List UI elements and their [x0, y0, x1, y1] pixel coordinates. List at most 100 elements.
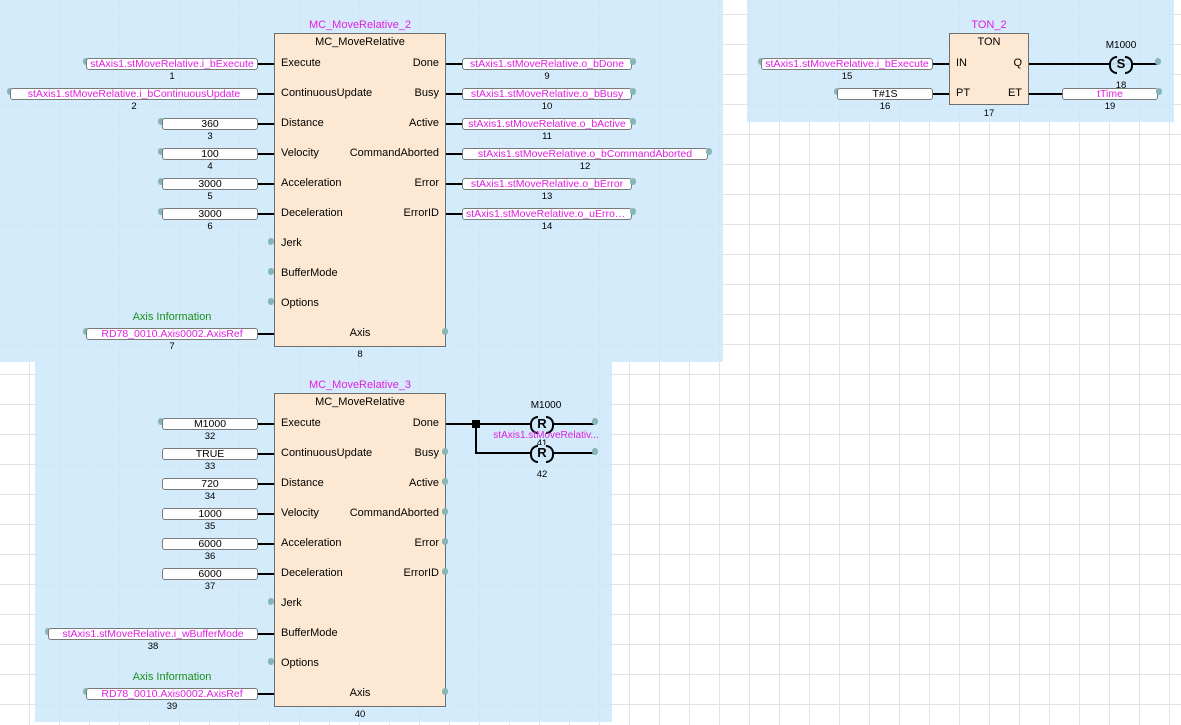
fb3-error-dot[interactable]: [442, 538, 448, 545]
fb3-options-pin-dot[interactable]: [268, 658, 274, 665]
fb2-coil-out-dot[interactable]: [1155, 58, 1161, 65]
fb3-pin-buffer-mode: BufferMode: [281, 627, 338, 639]
fb1-out1-dot[interactable]: [630, 58, 636, 65]
fb1-continuous-update-variable[interactable]: stAxis1.stMoveRelative.i_bContinuousUpda…: [10, 88, 258, 100]
fb3-body[interactable]: [274, 393, 446, 707]
fb3-distance-value[interactable]: 720: [162, 478, 258, 490]
fb1-execute-variable[interactable]: stAxis1.stMoveRelative.i_bExecute: [86, 58, 258, 70]
fb3-axis-out-dot[interactable]: [442, 688, 448, 695]
fb2-body[interactable]: [949, 33, 1029, 105]
fb1-pin-distance: Distance: [281, 117, 324, 129]
fb1-axis-out-dot[interactable]: [442, 328, 448, 335]
fb1-velocity-number: 4: [207, 161, 213, 172]
fb1-out4-dot[interactable]: [706, 148, 712, 155]
fb3-acceleration-value[interactable]: 6000: [162, 538, 258, 550]
fb1-error-variable[interactable]: stAxis1.stMoveRelative.o_bError: [462, 178, 632, 190]
fb2-et-number: 19: [1104, 101, 1116, 112]
fb1-in3-dot[interactable]: [158, 118, 164, 125]
fb1-body[interactable]: [274, 33, 446, 347]
fb3-wire-in-1: [257, 423, 274, 425]
fb1-acceleration-value[interactable]: 3000: [162, 178, 258, 190]
fb3-busy-dot[interactable]: [442, 448, 448, 455]
fb3-wire-in-axis: [257, 693, 274, 695]
fb3-coil2-out-dot[interactable]: [592, 448, 598, 455]
fb1-options-pin-dot[interactable]: [268, 298, 274, 305]
fb3-velocity-value[interactable]: 1000: [162, 508, 258, 520]
fb1-busy-variable[interactable]: stAxis1.stMoveRelative.o_bBusy: [462, 88, 632, 100]
fb1-wire-in-4: [257, 153, 274, 155]
fb2-in-number: 15: [841, 71, 853, 82]
fb1-done-variable[interactable]: stAxis1.stMoveRelative.o_bDone: [462, 58, 632, 70]
fb1-in5-dot[interactable]: [158, 178, 164, 185]
fb1-in6-dot[interactable]: [158, 208, 164, 215]
fb1-jerk-pin-dot[interactable]: [268, 238, 274, 245]
fb1-command-aborted-variable[interactable]: stAxis1.stMoveRelative.o_bCommandAborted: [462, 148, 708, 160]
fb1-wire-in-axis: [257, 333, 274, 335]
fb3-active-dot[interactable]: [442, 478, 448, 485]
fb1-axis-number: 7: [169, 341, 175, 352]
fb3-execute-value[interactable]: M1000: [162, 418, 258, 430]
fb2-et-out-dot[interactable]: [1156, 88, 1162, 95]
fb3-in1-dot[interactable]: [158, 418, 164, 425]
fb3-wire-in-buffer: [257, 633, 274, 635]
fb2-coil-number: 18: [1115, 80, 1127, 91]
fb3-buffer-mode-number: 38: [147, 641, 159, 652]
fb1-velocity-value[interactable]: 100: [162, 148, 258, 160]
fb1-active-variable[interactable]: stAxis1.stMoveRelative.o_bActive: [462, 118, 632, 130]
fb3-instance-name[interactable]: MC_MoveRelative_3: [308, 379, 412, 391]
fb2-pin-pt: PT: [956, 87, 971, 99]
fb1-pin-error: Error: [414, 177, 439, 189]
fb1-pin-error-id: ErrorID: [403, 207, 439, 219]
fb3-wire-branch-v: [475, 423, 477, 453]
fb3-axis-variable[interactable]: RD78_0010.Axis0002.AxisRef: [86, 688, 258, 700]
fb3-pin-velocity: Velocity: [281, 507, 319, 519]
fb2-wire-et: [1029, 93, 1062, 95]
fb3-error-id-dot[interactable]: [442, 568, 448, 575]
fb3-wire-done: [446, 423, 530, 425]
fb2-instance-name[interactable]: TON_2: [971, 19, 1007, 31]
fb2-in-variable[interactable]: stAxis1.stMoveRelative.i_bExecute: [761, 58, 933, 70]
fb3-pin-busy: Busy: [414, 447, 439, 459]
fb1-pin-done: Done: [412, 57, 439, 69]
fb1-error-number: 13: [541, 191, 553, 202]
fb3-continuous-update-value[interactable]: TRUE: [162, 448, 258, 460]
fb2-et-variable[interactable]: tTime: [1062, 88, 1158, 100]
fb1-execute-number: 1: [169, 71, 175, 82]
fb1-axis-variable[interactable]: RD78_0010.Axis0002.AxisRef: [86, 328, 258, 340]
fb2-pt-value[interactable]: T#1S: [837, 88, 933, 100]
fb1-out5-dot[interactable]: [630, 178, 636, 185]
fb1-done-number: 9: [544, 71, 550, 82]
fb2-number: 17: [983, 108, 995, 119]
fb1-distance-number: 3: [207, 131, 213, 142]
fb1-out3-dot[interactable]: [630, 118, 636, 125]
fb1-deceleration-number: 6: [207, 221, 213, 232]
fb1-deceleration-value[interactable]: 3000: [162, 208, 258, 220]
fb1-distance-value[interactable]: 360: [162, 118, 258, 130]
fb1-out2-dot[interactable]: [630, 88, 636, 95]
fb3-wire-in-3: [257, 483, 274, 485]
fb3-buffer-mode-variable[interactable]: stAxis1.stMoveRelative.i_wBufferMode: [48, 628, 258, 640]
set-coil-icon[interactable]: S: [1109, 56, 1133, 74]
fb3-coil1-out-dot[interactable]: [592, 418, 598, 425]
fb3-command-aborted-dot[interactable]: [442, 508, 448, 515]
fb3-jerk-pin-dot[interactable]: [268, 598, 274, 605]
fb2-pin-q: Q: [1013, 57, 1022, 69]
fb1-active-number: 11: [542, 131, 552, 142]
fb1-wire-in-3: [257, 123, 274, 125]
fb1-out6-dot[interactable]: [630, 208, 636, 215]
fb1-wire-out-4: [446, 153, 462, 155]
fb1-error-id-variable[interactable]: stAxis1.stMoveRelative.o_uErrorID: [462, 208, 632, 220]
fb1-wire-in-6: [257, 213, 274, 215]
fb1-instance-name[interactable]: MC_MoveRelative_2: [308, 19, 412, 31]
fb1-buffer-mode-pin-dot[interactable]: [268, 268, 274, 275]
fb1-type: MC_MoveRelative: [315, 36, 405, 48]
fb1-pin-busy: Busy: [414, 87, 439, 99]
fb3-deceleration-value[interactable]: 6000: [162, 568, 258, 580]
reset-coil-2-icon[interactable]: R: [530, 445, 554, 463]
fb1-number: 8: [357, 349, 363, 360]
fb1-in4-dot[interactable]: [158, 148, 164, 155]
fb3-acceleration-number: 36: [204, 551, 216, 562]
fb3-coil2-label: stAxis1.stMoveRelativ...: [493, 430, 599, 441]
fb1-error-id-number: 14: [541, 221, 553, 232]
reset-coil-icon[interactable]: R: [530, 416, 554, 434]
